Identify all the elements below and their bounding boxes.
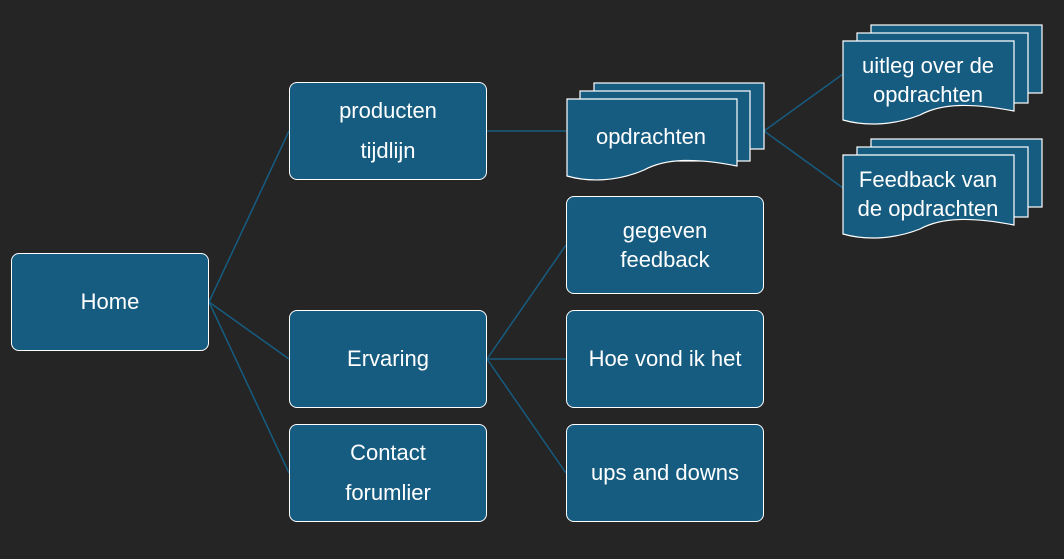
node-ups-and-downs-label: ups and downs	[591, 460, 739, 485]
multidocument-shape	[566, 82, 765, 181]
node-ervaring-label: Ervaring	[347, 346, 429, 371]
node-opdrachten-label: opdrachten	[595, 124, 707, 149]
connector-ervaring-gegeven	[486, 244, 567, 360]
node-ervaring[interactable]: Ervaring	[289, 310, 487, 408]
node-ups-and-downs[interactable]: ups and downs	[566, 424, 764, 522]
node-contact-forumlier[interactable]: Contact forumlier	[289, 424, 487, 522]
node-home-label: Home	[80, 289, 140, 314]
node-uitleg-opdrachten[interactable]: uitleg over de opdrachten	[842, 24, 1044, 126]
connector-ervaring-ups	[486, 358, 567, 474]
node-gegeven-feedback[interactable]: gegeven feedback	[566, 196, 764, 294]
connector-home-producten	[208, 130, 290, 303]
node-home[interactable]: Home	[11, 253, 209, 351]
connector-home-ervaring	[208, 301, 290, 360]
node-feedback-opdrachten-label: Feedback van de opdrachten	[857, 167, 999, 221]
node-contact-forumlier-label: Contact forumlier	[345, 440, 431, 505]
multidocument-shape	[842, 24, 1043, 125]
node-hoe-vond-ik-het-label: Hoe vond ik het	[588, 346, 742, 371]
connector-opdrachten-uitleg	[763, 73, 844, 132]
node-uitleg-opdrachten-label: uitleg over de opdrachten	[861, 53, 995, 107]
node-producten-tijdlijn-label: producten tijdlijn	[339, 98, 437, 163]
connector-home-contact	[208, 301, 290, 474]
node-feedback-opdrachten[interactable]: Feedback van de opdrachten	[842, 138, 1044, 240]
connector-opdrachten-feedback	[763, 130, 844, 189]
node-producten-tijdlijn[interactable]: producten tijdlijn	[289, 82, 487, 180]
node-opdrachten[interactable]: opdrachten	[566, 82, 766, 182]
node-hoe-vond-ik-het[interactable]: Hoe vond ik het	[566, 310, 764, 408]
node-gegeven-feedback-label: gegeven feedback	[620, 218, 710, 272]
multidocument-shape	[842, 138, 1043, 239]
